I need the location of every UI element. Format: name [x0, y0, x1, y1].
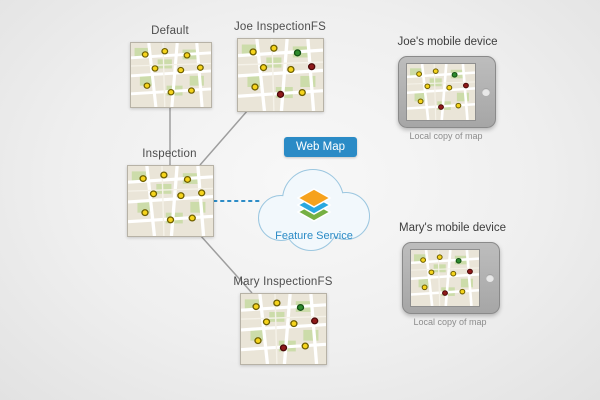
- device-caption-joe: Local copy of map: [409, 131, 483, 141]
- map-thumbnail-inspection: [127, 165, 214, 237]
- map-thumbnail-joe-inspectionfs: [237, 38, 324, 112]
- device-caption-mary: Local copy of map: [413, 317, 487, 327]
- device-label-joe: Joe's mobile device: [397, 36, 498, 48]
- cloud-icon: [258, 169, 370, 251]
- device-joe: [398, 56, 496, 128]
- home-button-icon: [482, 88, 490, 96]
- node-label-default: Default: [151, 25, 189, 37]
- connector-joe-inspection: [199, 109, 249, 166]
- web-map-badge: Web Map: [284, 137, 358, 157]
- device-label-mary: Mary's mobile device: [398, 222, 506, 234]
- home-button-icon: [486, 274, 494, 282]
- node-label-joe-inspectionfs: Joe InspectionFS: [233, 21, 327, 33]
- node-label-mary-inspectionfs: Mary InspectionFS: [233, 276, 333, 288]
- connector-inspection-mary: [199, 234, 253, 294]
- device-screen-joe: [406, 63, 476, 121]
- node-label-inspection: Inspection: [142, 148, 197, 160]
- device-mary: [402, 242, 500, 314]
- feature-service-label: Feature Service: [275, 230, 353, 242]
- feature-service-cloud: Feature Service: [250, 156, 378, 258]
- device-screen-mary: [410, 249, 480, 307]
- map-thumbnail-mary-inspectionfs: [240, 293, 327, 365]
- layers-icon: [296, 188, 332, 222]
- map-thumbnail-default: [130, 42, 212, 108]
